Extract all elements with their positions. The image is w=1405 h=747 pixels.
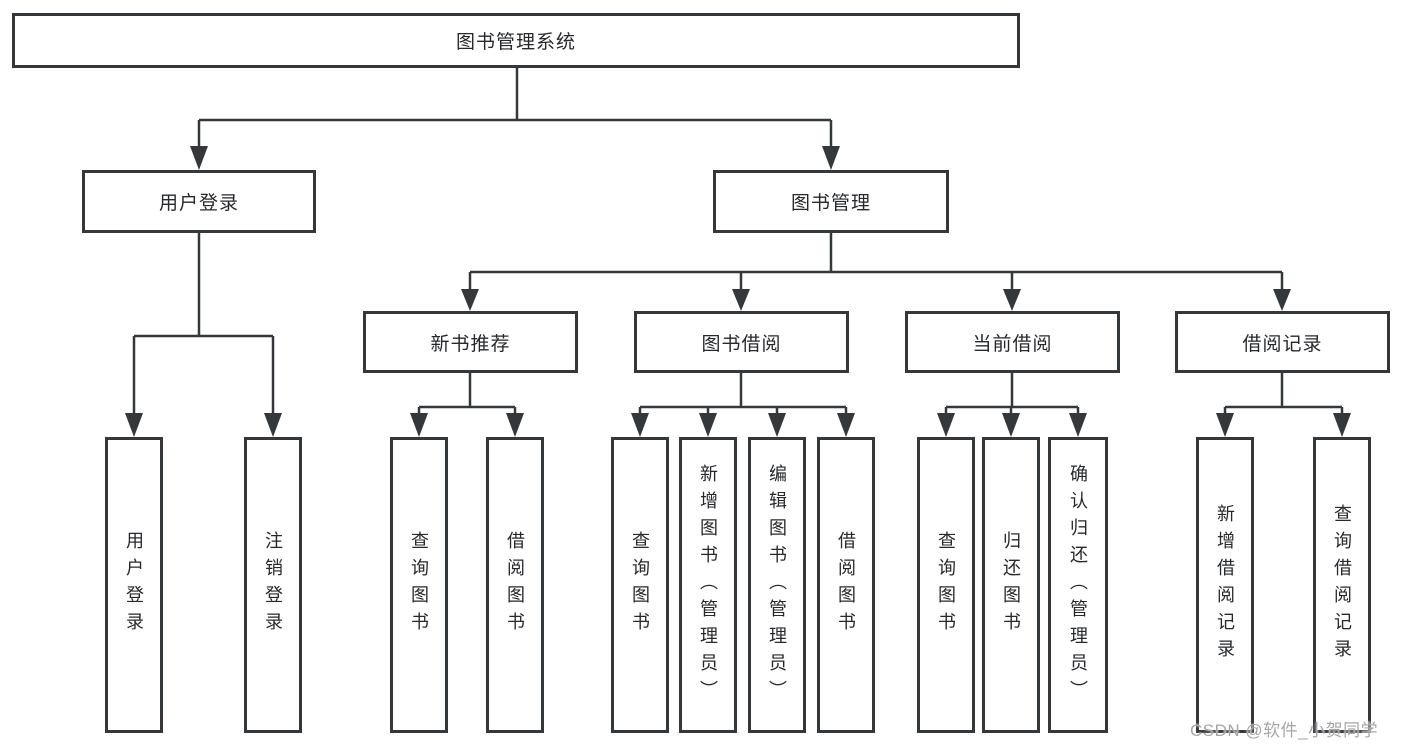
- csdn-watermark: CSDN @软件_小贺同学: [1190, 721, 1379, 740]
- leaf-newbook-borrow-books: 借阅图书: [486, 437, 544, 733]
- node-book-management: 图书管理: [713, 170, 949, 233]
- arrowhead-icons: [125, 146, 1351, 437]
- node-label: 借阅图书: [836, 531, 856, 639]
- leaf-user-login: 用户登录: [105, 437, 163, 733]
- leaf-newbook-query-books: 查询图书: [390, 437, 448, 733]
- node-borrowing-records: 借阅记录: [1175, 311, 1390, 373]
- leaf-borrowing-add-books-admin: 新增图书（管理员）: [679, 437, 737, 733]
- leaf-logout: 注销登录: [244, 437, 302, 733]
- node-label: 注销登录: [263, 531, 283, 639]
- node-label: 查询图书: [409, 531, 429, 639]
- leaf-borrowing-borrow-books: 借阅图书: [817, 437, 875, 733]
- leaf-current-return-books: 归还图书: [982, 437, 1040, 733]
- node-label: 查询图书: [630, 531, 650, 639]
- node-label: 借阅图书: [505, 531, 525, 639]
- node-label: 新书推荐: [430, 333, 511, 355]
- node-label: 确认归还（管理员）: [1068, 463, 1088, 707]
- node-label: 图书管理: [790, 193, 871, 214]
- node-label: 编辑图书（管理员）: [767, 463, 787, 707]
- node-book-borrowing: 图书借阅: [634, 311, 849, 373]
- node-label: 用户登录: [158, 193, 239, 214]
- node-user-login: 用户登录: [82, 170, 316, 233]
- leaf-current-confirm-return-admin: 确认归还（管理员）: [1048, 437, 1108, 733]
- node-current-borrowing: 当前借阅: [905, 311, 1120, 373]
- node-label: 借阅记录: [1242, 333, 1323, 355]
- node-label: 新增图书（管理员）: [698, 463, 718, 707]
- leaf-current-query-books: 查询图书: [917, 437, 975, 733]
- node-label: 查询借阅记录: [1332, 504, 1352, 666]
- node-label: 当前借阅: [972, 333, 1053, 355]
- leaf-borrowing-query-books: 查询图书: [611, 437, 669, 733]
- node-label: 图书管理系统: [455, 32, 576, 53]
- leaf-borrowing-edit-books-admin: 编辑图书（管理员）: [748, 437, 806, 733]
- leaf-records-add-record: 新增借阅记录: [1196, 437, 1254, 733]
- node-new-book-recommend: 新书推荐: [363, 311, 578, 373]
- node-label: 新增借阅记录: [1215, 504, 1235, 666]
- node-label: 用户登录: [124, 531, 144, 639]
- node-label: 归还图书: [1001, 531, 1021, 639]
- leaf-records-query-record: 查询借阅记录: [1313, 437, 1371, 733]
- node-root-system: 图书管理系统: [12, 13, 1020, 68]
- node-label: 图书借阅: [701, 333, 782, 355]
- node-label: 查询图书: [936, 531, 956, 639]
